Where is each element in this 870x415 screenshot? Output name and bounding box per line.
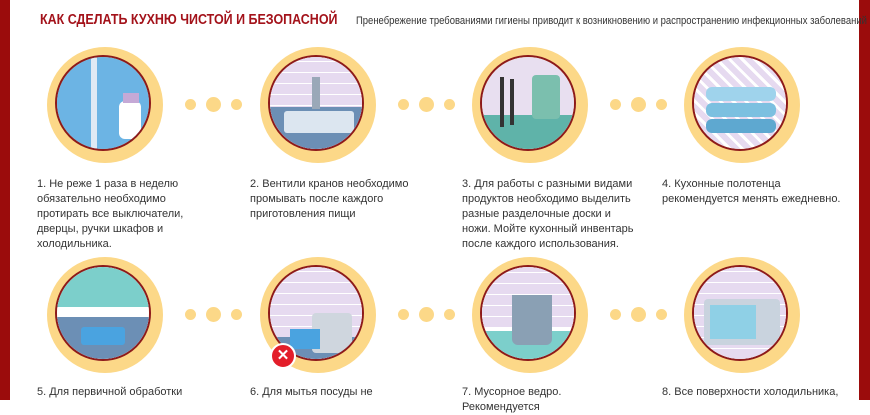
connector-dots <box>610 307 667 322</box>
illustration <box>55 265 151 361</box>
illustration <box>692 55 788 151</box>
sink-faucet-icon <box>260 47 376 163</box>
dot <box>206 97 221 112</box>
window-spray-icon <box>47 47 163 163</box>
left-border <box>0 0 10 400</box>
connector-dots <box>398 97 455 112</box>
dot <box>231 309 242 320</box>
connector-dots <box>610 97 667 112</box>
connector-dots <box>185 97 242 112</box>
dot <box>206 307 221 322</box>
dot <box>185 99 196 110</box>
sink-sponge-icon <box>47 257 163 373</box>
prohibited-icon: ✕ <box>270 343 296 369</box>
header: КАК СДЕЛАТЬ КУХНЮ ЧИСТОЙ И БЕЗОПАСНОЙ Пр… <box>40 12 870 28</box>
dot <box>656 99 667 110</box>
dot <box>610 309 621 320</box>
step-caption: 8. Все поверхности холодильника, <box>662 386 839 398</box>
dot <box>231 99 242 110</box>
dot <box>444 309 455 320</box>
page-title: КАК СДЕЛАТЬ КУХНЮ ЧИСТОЙ И БЕЗОПАСНОЙ <box>40 12 338 28</box>
dot <box>398 99 409 110</box>
right-border <box>859 0 870 400</box>
dot <box>656 309 667 320</box>
connector-dots <box>185 307 242 322</box>
step-caption: 7. Мусорное ведро. Рекомендуется <box>462 386 562 413</box>
step-caption: 2. Вентили кранов необходимо промывать п… <box>250 178 409 220</box>
microwave-icon <box>684 257 800 373</box>
step-caption: 5. Для первичной обработки <box>37 386 183 398</box>
knives-boards-icon <box>472 47 588 163</box>
illustration <box>480 55 576 151</box>
step-caption: 4. Кухонные полотенца рекомендуется меня… <box>662 178 841 205</box>
dot <box>444 99 455 110</box>
dot <box>398 309 409 320</box>
step-caption: 3. Для работы с разными видами продуктов… <box>462 178 634 250</box>
illustration <box>692 265 788 361</box>
dot <box>631 97 646 112</box>
illustration <box>55 55 151 151</box>
towels-icon <box>684 47 800 163</box>
illustration <box>480 265 576 361</box>
step-caption: 6. Для мытья посуды не <box>250 386 373 398</box>
dishes-sponge-icon: ✕ <box>260 257 376 373</box>
connector-dots <box>398 307 455 322</box>
page-subtitle: Пренебрежение требованиями гигиены приво… <box>355 15 867 27</box>
dot <box>419 97 434 112</box>
dot <box>631 307 646 322</box>
dot <box>419 307 434 322</box>
step-caption: 1. Не реже 1 раза в неделю обязательно н… <box>37 178 184 250</box>
illustration <box>268 55 364 151</box>
dot <box>185 309 196 320</box>
dot <box>610 99 621 110</box>
trash-bucket-icon <box>472 257 588 373</box>
